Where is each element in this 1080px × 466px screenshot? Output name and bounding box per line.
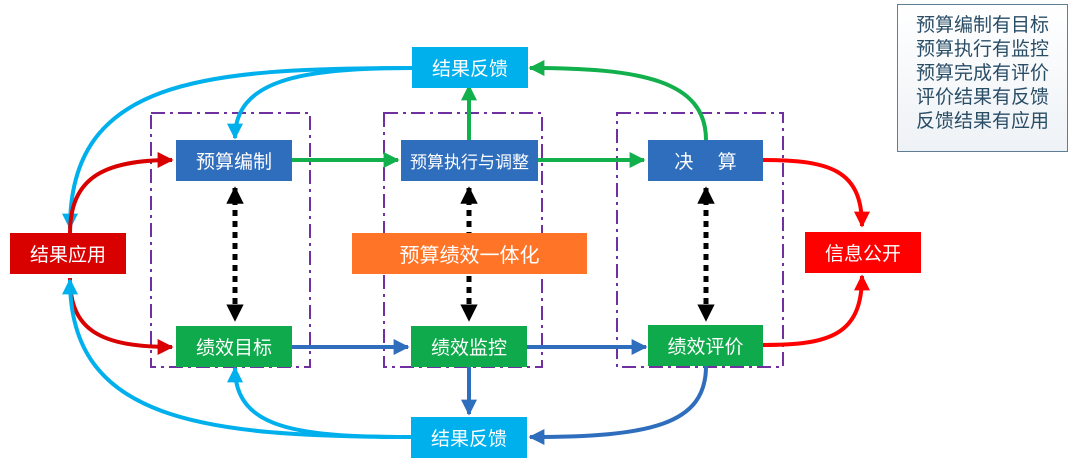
principle-line: 评价结果有反馈 [915, 86, 1049, 108]
principle-line: 反馈结果有应用 [915, 110, 1049, 132]
node-info-disclosure: 信息公开 [805, 232, 921, 273]
arrow-feedback-bottom-to-target [227, 366, 415, 439]
node-perf-eval: 绩效评价 [648, 325, 763, 366]
arrow-final-to-disclosure [762, 158, 870, 228]
principle-line: 预算执行有监控 [915, 38, 1049, 60]
node-final-account: 决 算 [648, 140, 763, 181]
principle-line: 预算完成有评价 [915, 62, 1049, 84]
arrow-apply-to-target [68, 277, 174, 355]
arrow-apply-to-compile [68, 152, 174, 235]
node-result-feedback-bottom: 结果反馈 [411, 417, 527, 458]
node-perf-monitor: 绩效监控 [411, 326, 527, 367]
node-perf-target: 绩效目标 [176, 326, 292, 367]
node-budget-execute: 预算执行与调整 [401, 140, 538, 181]
arrow-final-to-feedback-top [528, 60, 708, 141]
arrow-feedback-top-to-apply [62, 66, 415, 230]
node-budget-compile: 预算编制 [176, 140, 292, 181]
principles-box: 预算编制有目标 预算执行有监控 预算完成有评价 评价结果有反馈 反馈结果有应用 [897, 4, 1068, 152]
node-result-apply: 结果应用 [10, 233, 126, 274]
arrow-feedback-top-to-compile [227, 66, 415, 140]
arrow-eval-to-disclosure [762, 274, 870, 347]
arrow-eval-to-feedback-bottom [528, 365, 708, 445]
node-result-feedback-top: 结果反馈 [412, 47, 528, 88]
node-integration: 预算绩效一体化 [352, 233, 587, 274]
principle-line: 预算编制有目标 [915, 14, 1049, 36]
